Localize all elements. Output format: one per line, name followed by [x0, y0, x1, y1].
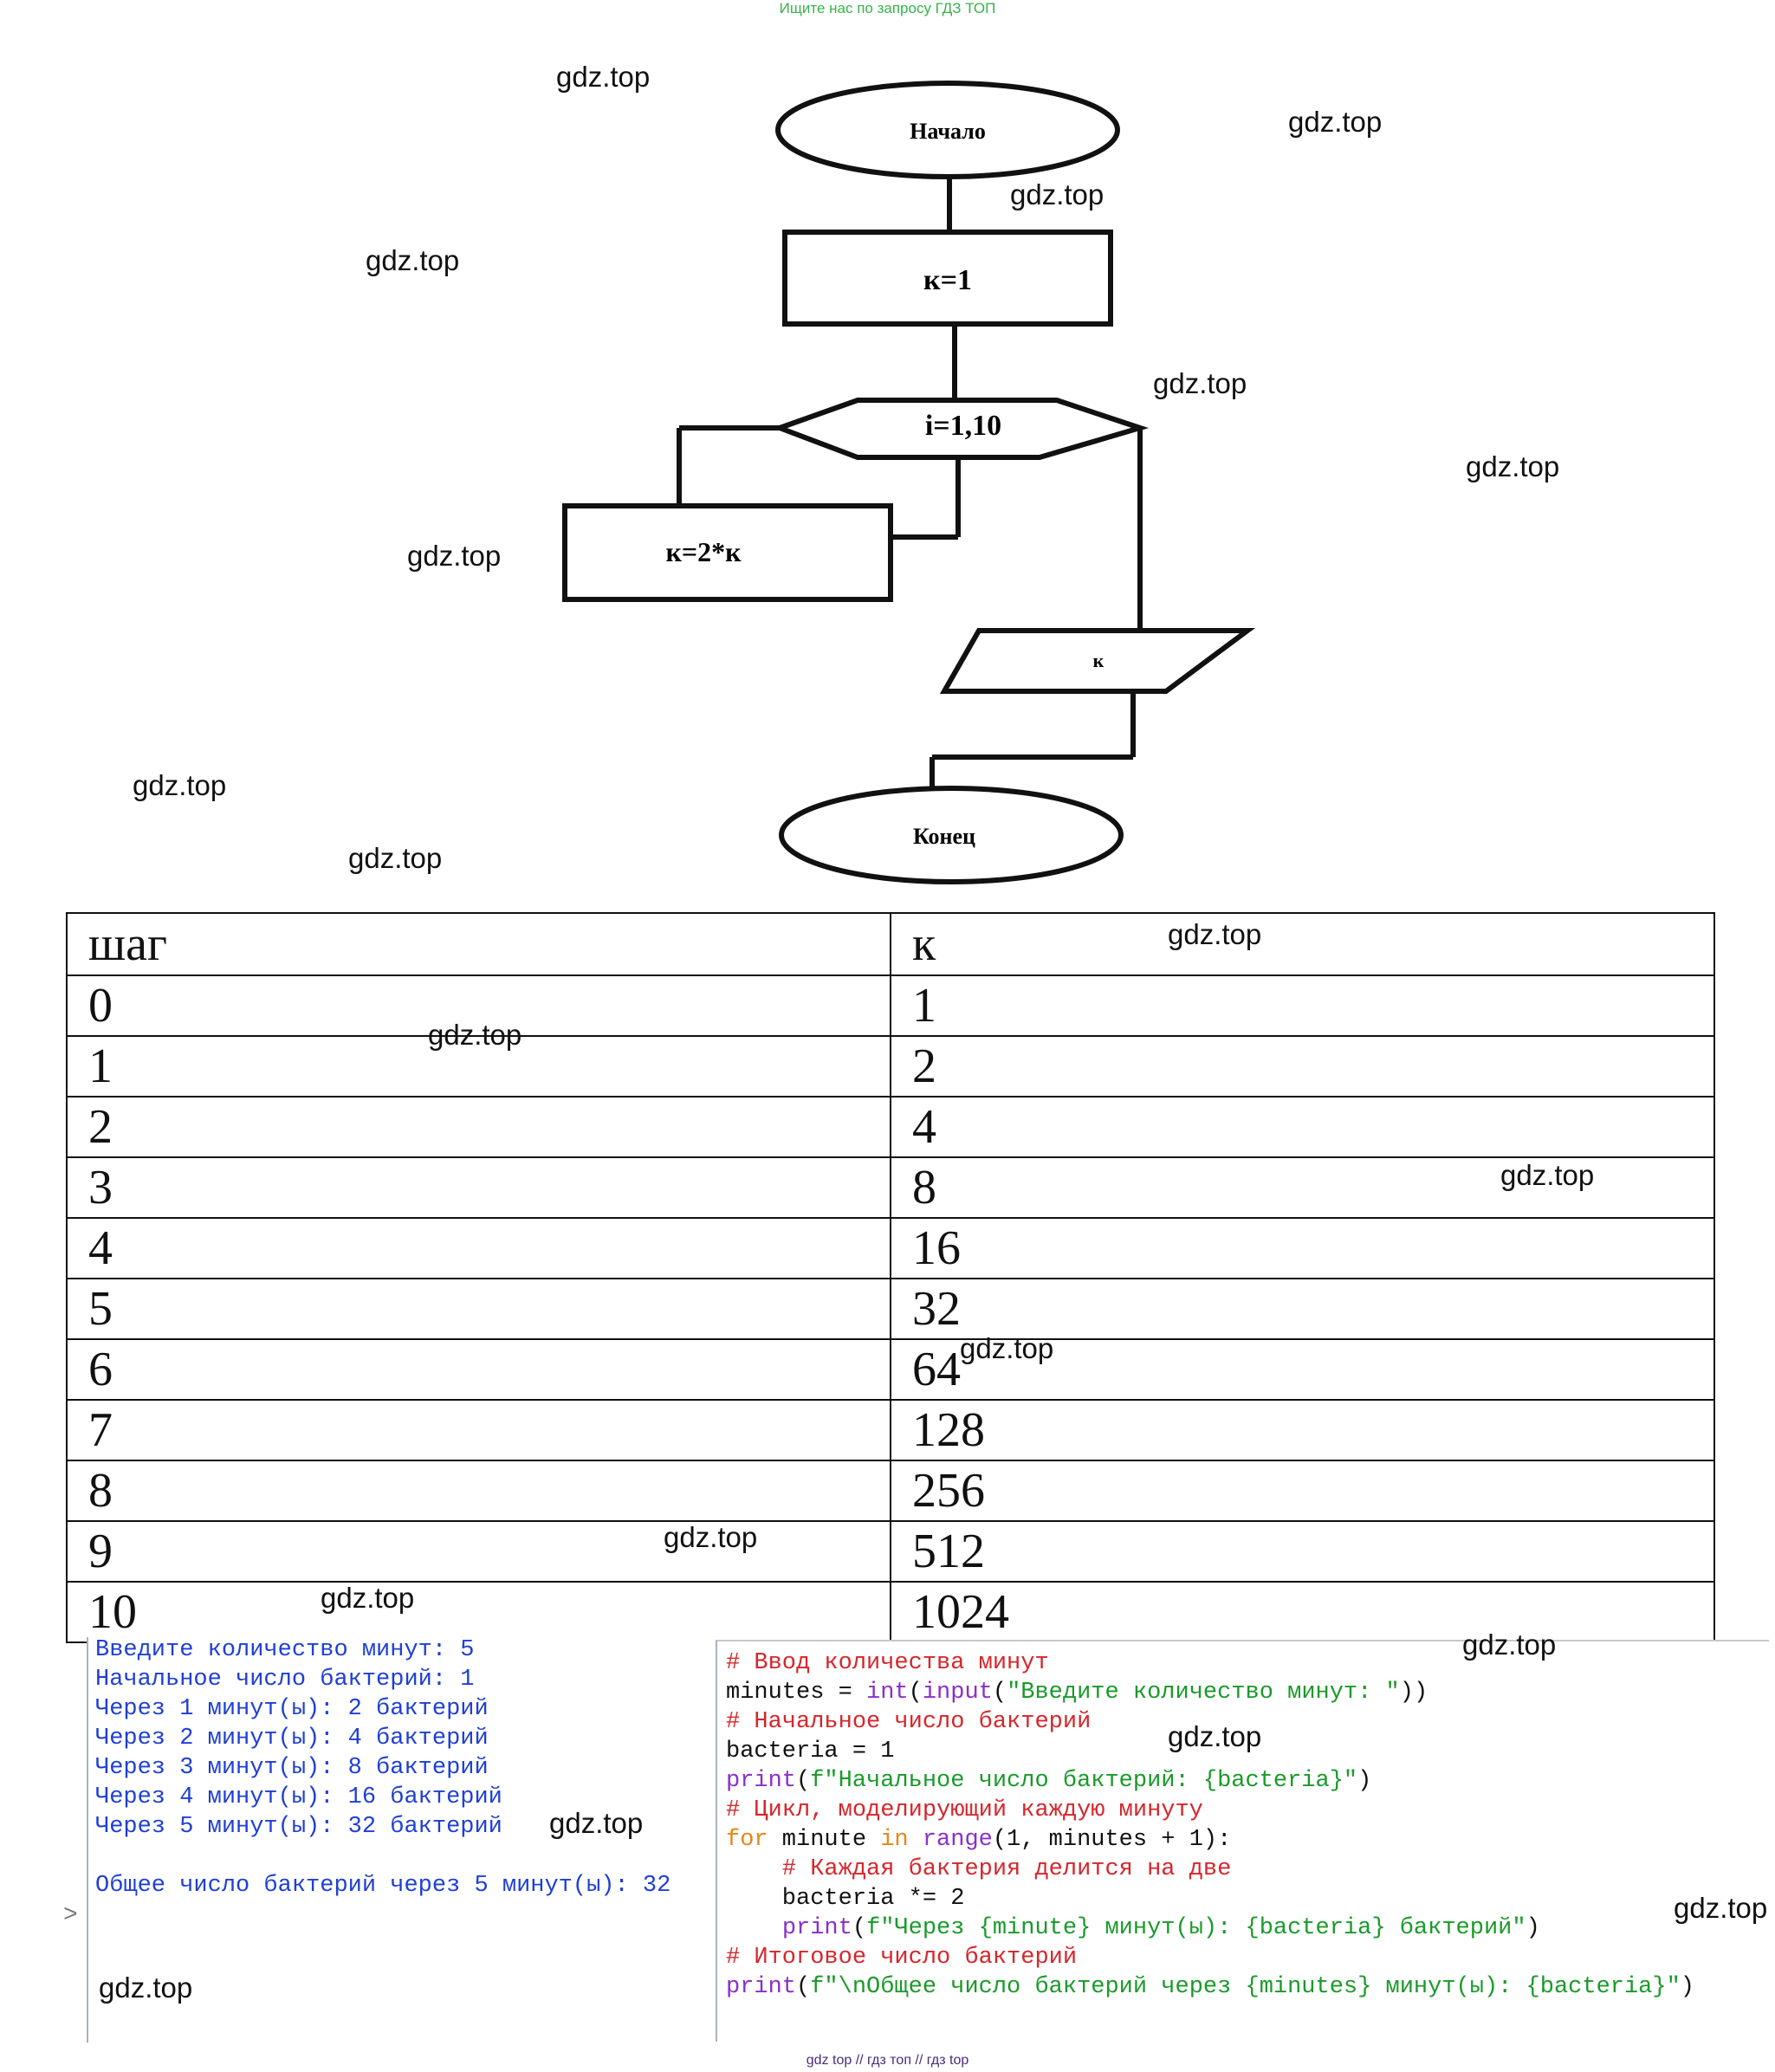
- console-output-panel: Введите количество минут: 5 Начальное чи…: [87, 1637, 716, 2043]
- body-block: [562, 503, 893, 602]
- k-cell: 4: [890, 1096, 1715, 1158]
- init-label: к=1: [923, 264, 972, 296]
- console-line: Начальное число бактерий: 1: [95, 1667, 475, 1693]
- step-cell: 6: [66, 1338, 891, 1401]
- step-cell: 1: [66, 1035, 891, 1098]
- header-step: шаг: [66, 912, 891, 976]
- code-line: for minute in range(1, minutes + 1):: [726, 1827, 1232, 1853]
- header-k: к: [890, 912, 1715, 976]
- code-line: bacteria *= 2: [726, 1886, 965, 1912]
- watermark: gdz.top: [1674, 1892, 1768, 1924]
- end-terminator: [779, 786, 1124, 884]
- watermark: gdz.top: [1168, 1720, 1262, 1752]
- code-line: print(f"Через {minute} минут(ы): {bacter…: [781, 1915, 1540, 1941]
- code-line: bacteria = 1: [726, 1739, 895, 1764]
- k-cell: 1024: [890, 1581, 1715, 1643]
- watermark: gdz.top: [133, 769, 227, 801]
- step-cell: 7: [66, 1399, 891, 1461]
- code-comment: # Начальное число бактерий: [726, 1709, 1092, 1735]
- k-cell: 512: [890, 1520, 1715, 1583]
- code-line: print(f"\nОбщее число бактерий через {mi…: [726, 1974, 1694, 2000]
- k-cell: 256: [890, 1460, 1715, 1522]
- watermark: gdz.top: [348, 842, 443, 874]
- code-line: minutes = int(input("Введите количество …: [726, 1680, 1428, 1706]
- watermark: gdz.top: [1010, 178, 1105, 210]
- console-line: Через 4 минут(ы): 16 бактерий: [95, 1784, 502, 1810]
- step-cell: 4: [66, 1217, 891, 1279]
- watermark: gdz.top: [321, 1582, 415, 1614]
- k-cell: 16: [890, 1217, 1715, 1279]
- watermark: gdz.top: [1153, 367, 1247, 399]
- watermark: gdz.top: [549, 1807, 644, 1839]
- step-cell: 2: [66, 1096, 891, 1158]
- step-cell: 10: [66, 1581, 891, 1643]
- step-cell: 3: [66, 1156, 891, 1219]
- watermark: gdz.top: [1500, 1159, 1595, 1191]
- console-line: Через 1 минут(ы): 2 бактерий: [95, 1696, 489, 1722]
- k-cell: 8: [890, 1156, 1715, 1219]
- body-label: к=2*к: [665, 536, 742, 567]
- console-line: Через 3 минут(ы): 8 бактерий: [95, 1755, 489, 1781]
- k-cell: 32: [890, 1278, 1715, 1340]
- init-block: [782, 230, 1113, 327]
- step-cell: 0: [66, 974, 891, 1037]
- watermark: gdz.top: [1462, 1628, 1557, 1661]
- flowchart: Начало к=1 i=1,10 к=2*к к Конец: [562, 81, 1256, 884]
- console-line: Через 5 минут(ы): 32 бактерий: [95, 1814, 502, 1840]
- step-cell: 5: [66, 1278, 891, 1340]
- watermark: gdz.top: [556, 61, 651, 93]
- top-banner: Ищите нас по запросу ГДЗ ТОП: [779, 0, 996, 16]
- watermark: gdz.top: [1168, 918, 1262, 950]
- k-cell: 128: [890, 1399, 1715, 1461]
- console-line: Через 2 минут(ы): 4 бактерий: [95, 1726, 489, 1751]
- watermark: gdz.top: [1288, 106, 1383, 138]
- step-cell: 9: [66, 1520, 891, 1583]
- console-line: Общее число бактерий через 5 минут(ы): 3…: [95, 1873, 671, 1899]
- loop-label: i=1,10: [925, 410, 1001, 442]
- code-comment: # Цикл, моделирующий каждую минуту: [726, 1797, 1203, 1823]
- k-cell: 2: [890, 1035, 1715, 1098]
- k-cell: 1: [890, 974, 1715, 1037]
- watermark: gdz.top: [366, 244, 460, 276]
- end-label: Конец: [913, 824, 975, 849]
- watermark: gdz.top: [1466, 450, 1560, 482]
- code-comment: # Каждая бактерия делится на две: [726, 1856, 1232, 1882]
- output-block: [939, 628, 1256, 694]
- console-line: Введите количество минут: 5: [95, 1637, 475, 1663]
- watermark: gdz.top: [960, 1332, 1054, 1364]
- bottom-banner: gdz top // гдз топ // гдз top: [806, 2053, 969, 2068]
- watermark: gdz.top: [664, 1521, 758, 1553]
- watermark: gdz.top: [407, 540, 502, 572]
- code-editor-panel: # Ввод количества минут minutes = int(in…: [716, 1640, 1769, 2042]
- output-label: к: [1093, 650, 1105, 671]
- step-cell: 8: [66, 1460, 891, 1522]
- console-prompt: >: [63, 1902, 78, 1929]
- watermark: gdz.top: [428, 1019, 522, 1051]
- code-line: print(f"Начальное число бактерий: {bacte…: [726, 1768, 1372, 1794]
- table-header-row: шаг к: [66, 912, 1715, 976]
- code-comment: # Итоговое число бактерий: [726, 1945, 1078, 1971]
- start-label: Начало: [910, 119, 986, 144]
- watermark: gdz.top: [99, 1972, 193, 2004]
- k-cell: 64: [890, 1338, 1715, 1401]
- code-comment: # Ввод количества минут: [726, 1650, 1049, 1676]
